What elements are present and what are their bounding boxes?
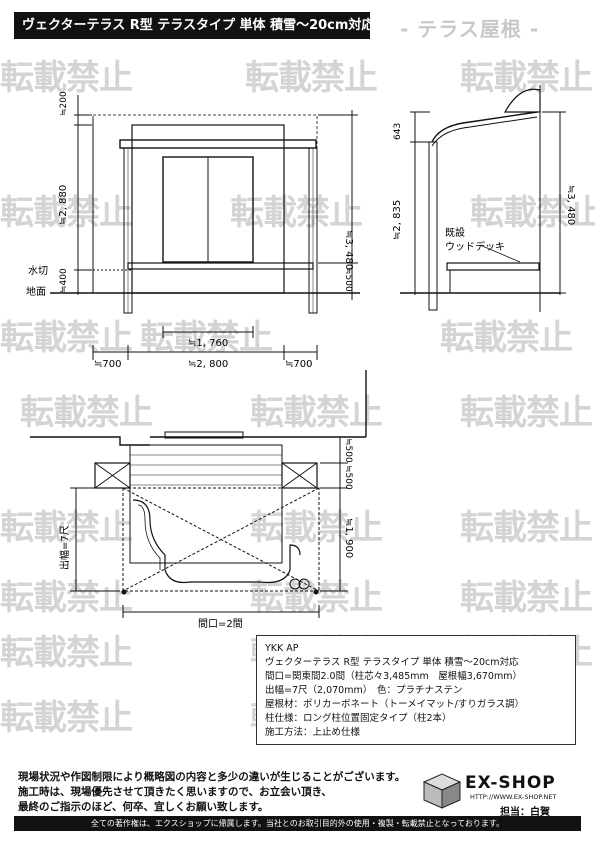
front-elevation <box>50 95 360 360</box>
notice-line-2: 施工時は、現場優先させて頂きたく思いますので、お立会い頂き、 <box>18 786 332 798</box>
dim-height-right: ≒3, 480 <box>343 230 354 270</box>
brand-name: EX-SHOP <box>465 773 556 793</box>
dim-side-top: 643 <box>393 123 403 140</box>
copyright-bar: 全ての著作権は、エクスショップに帰属します。当社とのお取引目的外の使用・複製・転… <box>14 816 581 831</box>
plan-depth-label: 出幅=7尺 <box>58 525 71 570</box>
category-label: - テラス屋根 - <box>400 17 540 41</box>
dim-ground-level: ≒400 <box>59 268 69 293</box>
plan-view <box>30 370 367 618</box>
dim-plan-overhang: ≒500 <box>343 465 353 490</box>
plan-width-label: 間口=2間 <box>198 618 243 630</box>
spec-method: 施工方法：上止め仕様 <box>265 727 361 738</box>
spec-depth-color: 出幅=7尺（2,070mm） 色：プラチナステン <box>265 685 463 696</box>
spec-box: YKK AP ヴェクターテラス R型 テラスタイプ 単体 積雪～20cm対応 間… <box>256 635 576 745</box>
dim-overhang-left: ≒700 <box>94 359 121 370</box>
brand-url: HTTP://WWW.EX-SHOP.NET <box>470 793 557 801</box>
spec-maker: YKK AP <box>265 643 299 654</box>
dim-height-left: ≒2, 880 <box>58 185 69 225</box>
notice-line-1: 現場状況や作図制限により概略図の内容と多少の違いが生じることがございます。 <box>18 771 406 783</box>
dim-side-left-height: ≒2, 835 <box>392 200 403 240</box>
label-mizukiri: 水切 <box>28 265 48 277</box>
callout-wood-deck: ウッドデッキ <box>445 240 505 253</box>
side-elevation <box>400 85 566 312</box>
dim-plan-edge: ≒500 <box>343 438 353 463</box>
dim-top-gap: ≒200 <box>59 91 69 116</box>
dim-sill-height: ≒500 <box>343 267 353 292</box>
dim-span-center: ≒2, 800 <box>188 359 228 370</box>
spec-product: ヴェクターテラス R型 テラスタイプ 単体 積雪～20cm対応 <box>265 657 519 668</box>
page-title: ヴェクターテラス R型 テラスタイプ 単体 積雪～20cm対応 <box>14 12 374 39</box>
notice-line-3: 最終のご指示のほど、何卒、宜しくお願い致します。 <box>18 801 269 813</box>
callout-existing: 既設 <box>445 226 465 239</box>
dim-door-width: ≒1, 760 <box>188 338 228 349</box>
label-jimen: 地面 <box>26 285 46 298</box>
brand-cube-logo <box>422 773 462 809</box>
dim-side-right-height: ≒3, 480 <box>565 185 576 225</box>
staff-label: 担当：白賀 <box>500 807 550 818</box>
dim-overhang-right: ≒700 <box>285 359 312 370</box>
spec-roof: 屋根材：ポリカーボネート（トーメイマット/すりガラス調） <box>265 699 525 710</box>
spec-width: 間口=関東間2.0間（柱芯々3,485mm 屋根幅3,670mm） <box>265 671 522 682</box>
notice-text: 現場状況や作図制限により概略図の内容と多少の違いが生じることがございます。 施工… <box>18 770 405 815</box>
spec-post: 柱仕様：ロング柱位置固定タイプ（柱2本） <box>265 713 452 724</box>
dim-plan-depth: ≒1, 900 <box>343 518 354 558</box>
